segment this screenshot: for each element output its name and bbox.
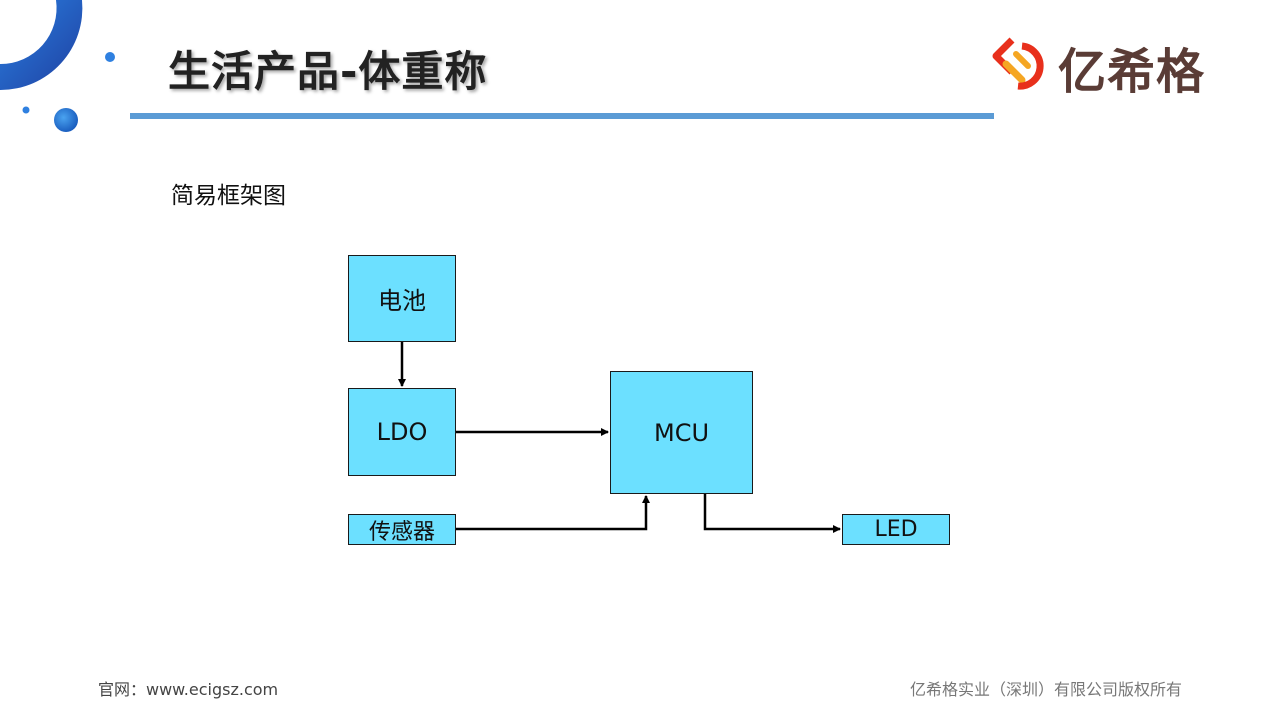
node-battery: 电池 [348,255,456,342]
footer-website: 官网：www.ecigsz.com [98,680,279,699]
decor-ring [0,0,83,91]
footer-copyright: 亿希格实业（深圳）有限公司版权所有 [909,680,1182,699]
decor-dot-large [54,108,78,132]
logo-text: 亿希格 [1058,44,1206,100]
corner-decoration [0,0,115,132]
decor-dot-small [105,52,115,62]
brand-logo: 亿希格 [988,32,1218,100]
edge-mcu-to-led [703,492,841,533]
page-title: 生活产品-体重称 [168,47,488,96]
node-mcu: MCU [610,371,753,494]
title-underline [130,113,994,119]
decor-dot-tiny [22,106,30,114]
logo-mark-icon [992,37,1044,90]
diagram-heading: 简易框架图 [171,183,286,209]
edge-sensor-to-mcu [456,495,650,531]
node-sensor: 传感器 [348,514,456,545]
node-ldo: LDO [348,388,456,476]
node-led: LED [842,514,950,545]
